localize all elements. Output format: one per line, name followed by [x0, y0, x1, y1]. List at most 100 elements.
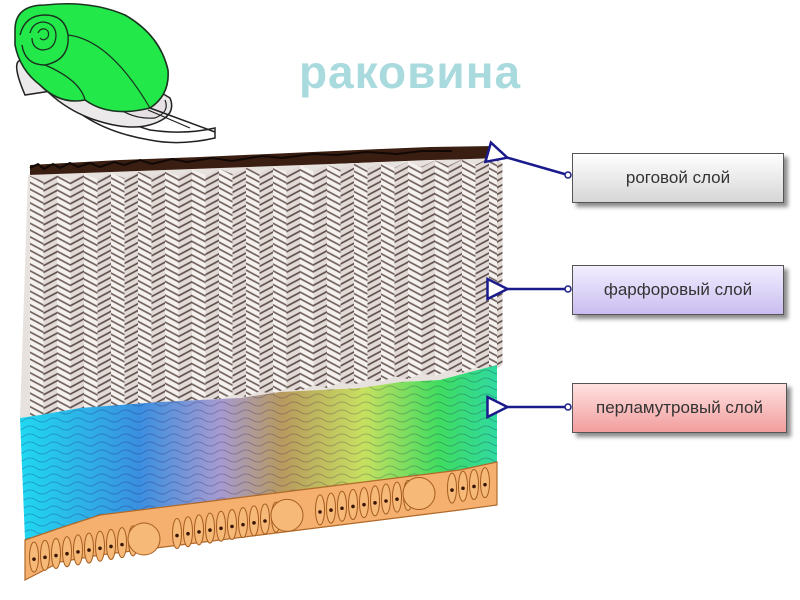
- cell-nucleus: [65, 551, 69, 556]
- snail-illustration: [14, 2, 216, 144]
- prism-face: [219, 168, 233, 400]
- cell: [337, 490, 347, 522]
- cell: [127, 522, 161, 556]
- cell-nucleus: [395, 497, 399, 501]
- cell: [216, 510, 226, 542]
- cell: [458, 470, 468, 502]
- prism-face: [340, 163, 354, 385]
- prism-face: [246, 167, 260, 397]
- cell: [469, 468, 479, 500]
- prism-face: [84, 173, 98, 415]
- cell: [402, 477, 436, 511]
- epithelium-cells: [24, 461, 498, 581]
- cell: [359, 487, 369, 519]
- cell-nucleus: [208, 528, 212, 532]
- cell: [381, 483, 391, 515]
- snail-tentacle: [149, 107, 216, 133]
- prism-face: [448, 159, 462, 373]
- horn-layer: [30, 146, 497, 178]
- prism-face: [381, 162, 395, 382]
- prism-face: [138, 171, 152, 409]
- prism-face: [286, 165, 300, 391]
- cell: [480, 467, 490, 499]
- cell-nucleus: [54, 553, 58, 558]
- cell: [194, 514, 204, 546]
- prism-face: [30, 175, 44, 421]
- cell-nucleus: [483, 482, 487, 487]
- cell: [73, 534, 83, 566]
- cell-nucleus: [43, 555, 47, 560]
- cell-nucleus: [384, 499, 388, 503]
- nacre-layer: [20, 365, 497, 540]
- prism-face: [300, 165, 314, 391]
- horn-arrow: [505, 157, 569, 177]
- cell-nucleus: [76, 550, 80, 554]
- prism-face: [192, 169, 206, 403]
- cell-nucleus: [87, 548, 91, 552]
- cell: [183, 516, 193, 548]
- cell-nucleus: [241, 522, 245, 527]
- cell: [227, 508, 237, 540]
- prism-face: [475, 158, 489, 370]
- prism-face: [57, 174, 71, 418]
- cell: [40, 539, 50, 571]
- cell-nucleus: [230, 524, 234, 529]
- cell-nucleus: [450, 488, 454, 492]
- cell-nucleus: [263, 519, 267, 523]
- cell: [29, 541, 39, 573]
- nacre-layer-label-text: перламутровый слой: [595, 398, 763, 417]
- cell: [270, 498, 304, 532]
- cell: [392, 481, 402, 513]
- cell: [205, 512, 215, 544]
- prism-face: [259, 166, 273, 394]
- cell: [326, 492, 336, 524]
- cell-nucleus: [362, 502, 366, 507]
- cell: [117, 527, 127, 559]
- prism-face: [43, 174, 57, 418]
- horn-layer-label-text: роговой слой: [625, 168, 731, 187]
- cell-nucleus: [329, 508, 333, 512]
- prism-face: [435, 160, 449, 376]
- porcelain-layer-label-text: фарфоровый слой: [603, 280, 753, 299]
- prism-face: [497, 158, 503, 369]
- cell-nucleus: [98, 546, 102, 551]
- cell: [51, 538, 61, 570]
- cell-nucleus: [175, 533, 179, 538]
- prism-face: [124, 171, 138, 409]
- prism-face: [151, 170, 165, 406]
- cell-nucleus: [351, 504, 355, 509]
- cell: [62, 536, 72, 568]
- pointer-arrows: [505, 157, 572, 410]
- cell: [172, 518, 182, 550]
- prism-face: [421, 160, 435, 376]
- cell-nucleus: [373, 501, 377, 505]
- cell-nucleus: [461, 486, 465, 491]
- snail-shell: [14, 2, 169, 113]
- prism-face: [394, 161, 408, 379]
- cell: [447, 472, 457, 504]
- prism-face: [354, 163, 368, 385]
- cell-nucleus: [340, 506, 344, 511]
- prism-face: [367, 162, 381, 382]
- porcelain-layer: [20, 158, 503, 421]
- horn-layer-label: роговой слой: [572, 153, 784, 203]
- diagram-title: раковина: [298, 46, 522, 98]
- cell: [315, 494, 325, 526]
- cell-nucleus: [252, 521, 256, 525]
- prism-face: [232, 167, 246, 397]
- cell-nucleus: [109, 544, 113, 549]
- prism-face: [205, 168, 219, 400]
- prism-face: [313, 164, 327, 388]
- prism-face: [273, 166, 287, 394]
- prism-face: [408, 161, 422, 379]
- cell-nucleus: [120, 542, 124, 547]
- cell-nucleus: [219, 526, 223, 531]
- prism-face: [111, 172, 125, 412]
- prism-face: [70, 173, 84, 415]
- cell-nucleus: [32, 557, 36, 561]
- prism-face: [97, 172, 111, 412]
- cell: [106, 528, 116, 560]
- prism-face: [165, 170, 179, 406]
- cell: [238, 507, 248, 539]
